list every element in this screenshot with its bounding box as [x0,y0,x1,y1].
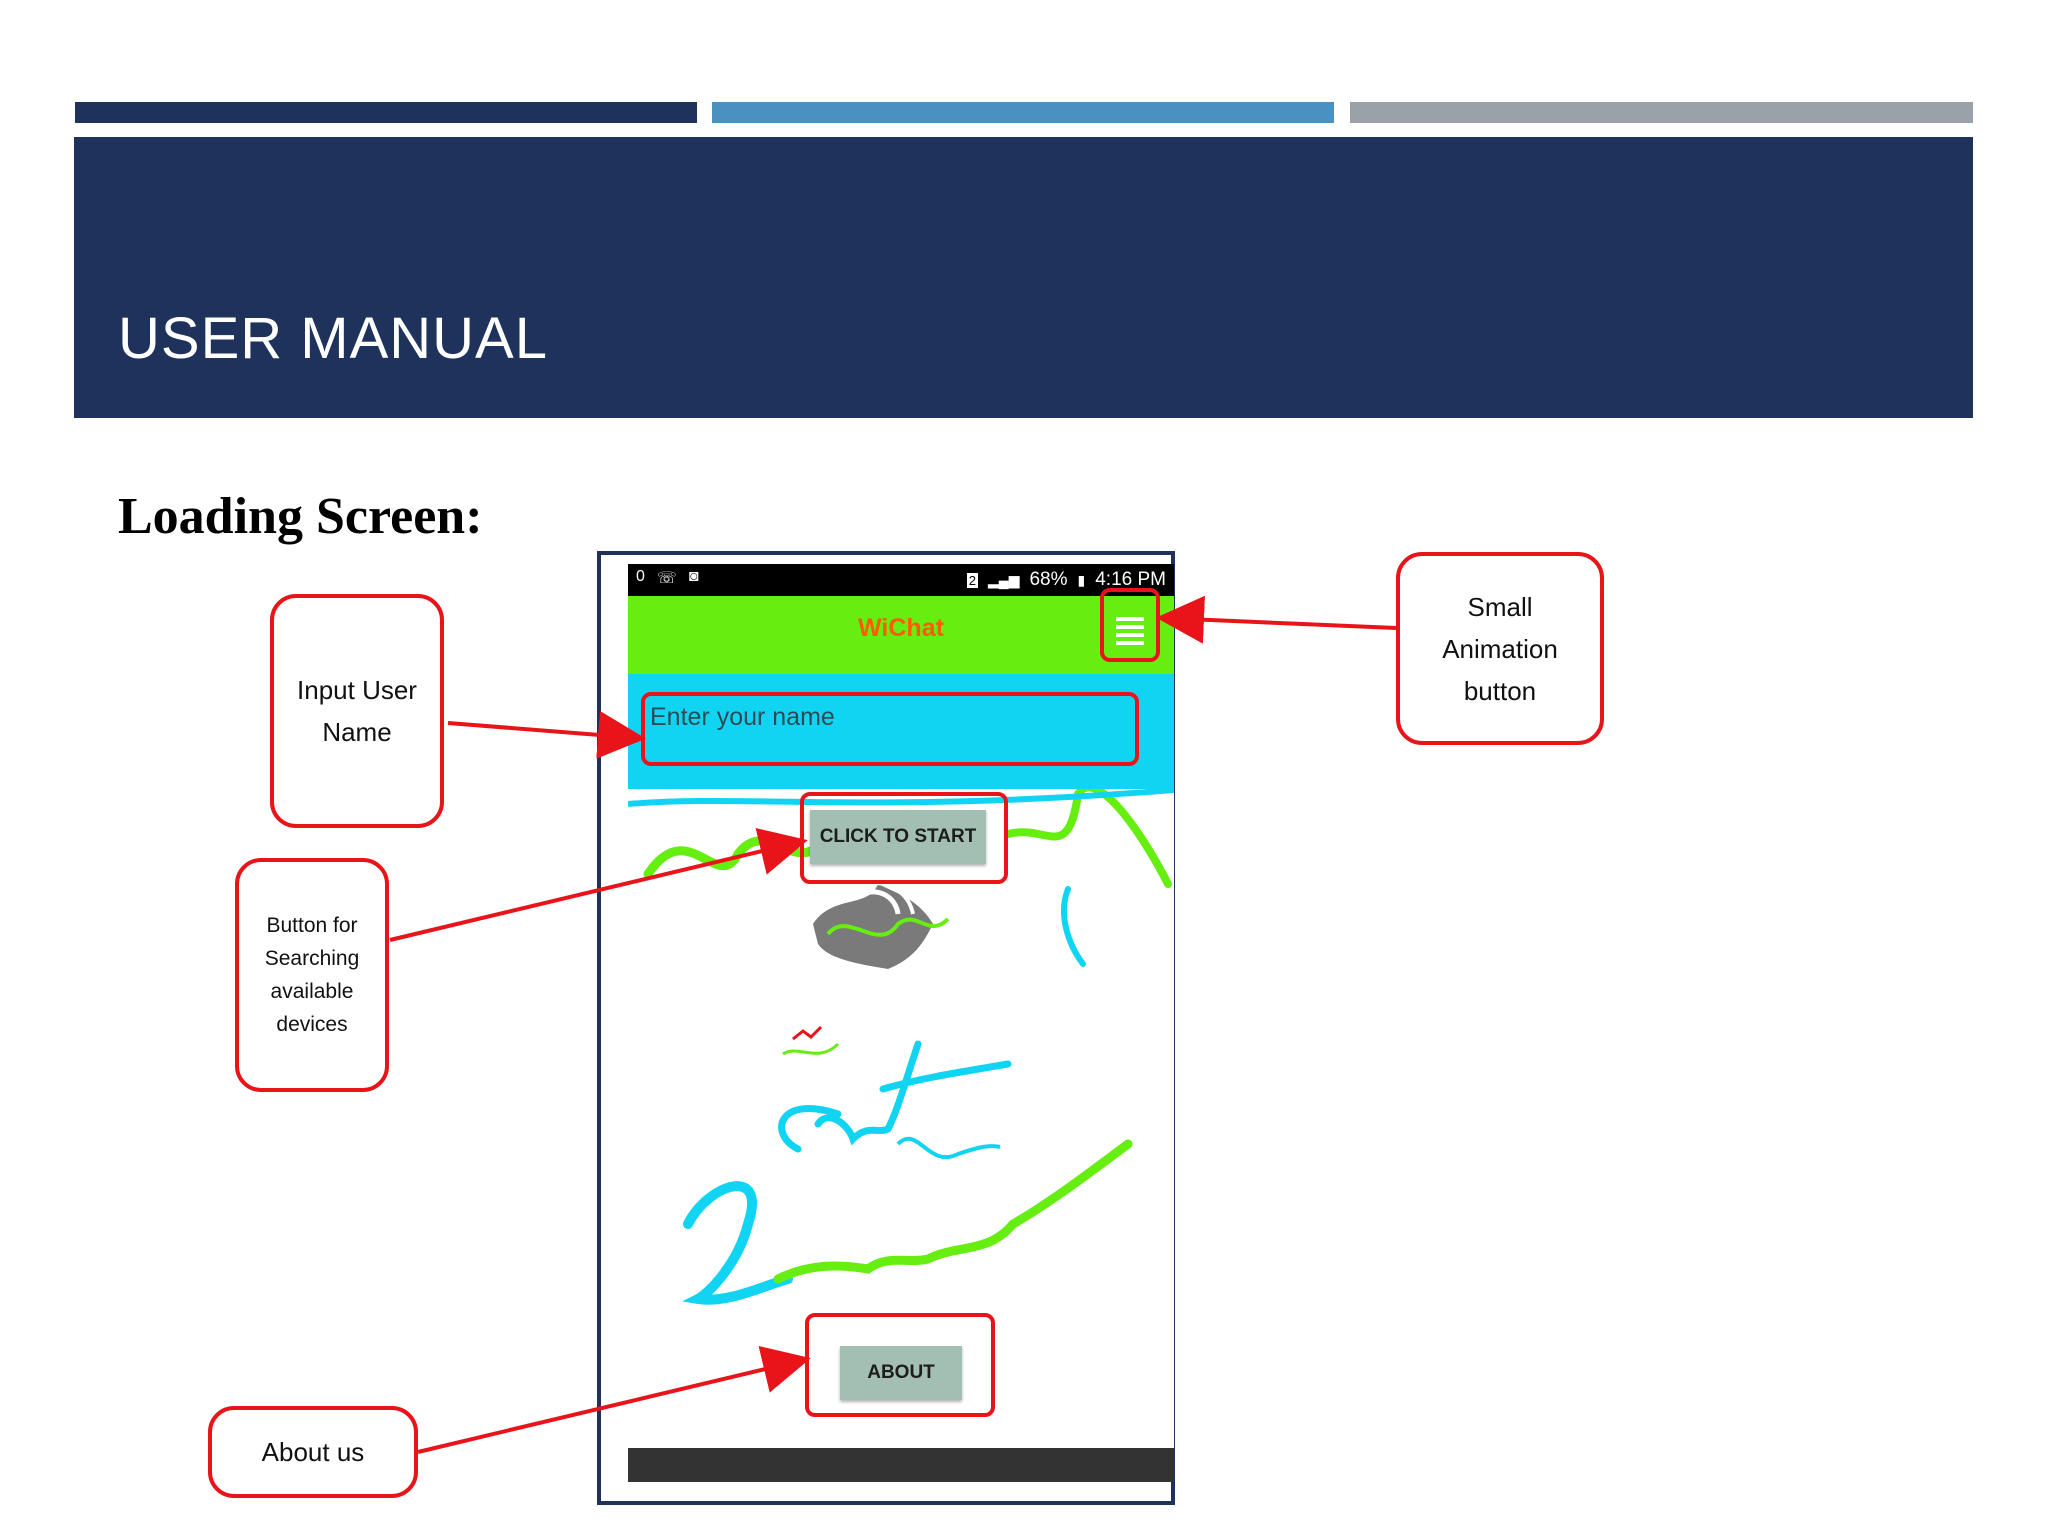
about-button[interactable]: ABOUT [840,1346,962,1400]
status-bar: 0 ☏ ◙ 2 ▂▄▆ 68% ▮ 4:16 PM [628,564,1174,596]
highlight-menu-button [1100,588,1160,662]
highlight-name-input [641,692,1139,766]
highlight-about-button [805,1313,995,1417]
app-bar: WiChat [628,596,1174,674]
status-time: 4:16 PM [1095,569,1166,590]
click-to-start-button[interactable]: CLICK TO START [810,810,986,864]
callout-search-button: Button for Searching available devices [235,858,389,1092]
callout-animation-button: Small Animation button [1396,552,1604,745]
battery-percent: 68% [1029,569,1068,590]
signal-icon: ▂▄▆ [988,571,1020,588]
background-doodles [628,783,1174,1305]
status-icons-left: 0 ☏ ◙ [636,568,699,588]
call-icon: ☏ [656,570,677,587]
callout-about-us: About us [208,1406,418,1498]
section-heading: Loading Screen: [118,488,483,545]
accent-bar-navy [75,102,697,123]
data-speed-indicator: 0 [636,568,645,585]
animation-menu-button[interactable] [1105,606,1155,654]
accent-bar-gray [1350,102,1973,123]
wifi-icon: ◙ [688,568,699,585]
slide-header [74,137,1973,418]
callout-input-user-name: Input User Name [270,594,444,828]
accent-bar-blue [712,102,1334,123]
highlight-start-button [800,792,1008,884]
app-title: WiChat [858,614,944,642]
status-icons-right: 2 ▂▄▆ 68% ▮ 4:16 PM [966,569,1166,591]
navigation-bar [628,1448,1174,1482]
page-title: USER MANUAL [118,306,548,371]
battery-icon: ▮ [1077,571,1086,588]
sim-indicator: 2 [966,572,979,588]
name-input[interactable] [648,694,1152,741]
